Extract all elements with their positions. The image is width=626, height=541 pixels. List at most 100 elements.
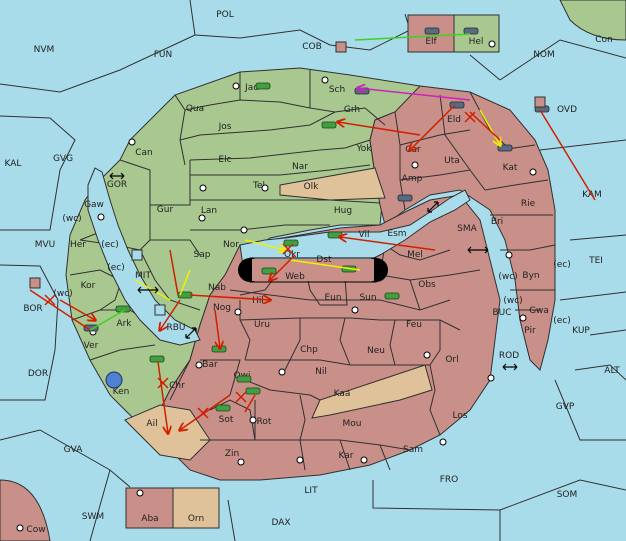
province-label-amp: Amp [402, 174, 423, 184]
province-label-gvp: GVP [556, 402, 575, 412]
province-label-kar: Kar [339, 451, 354, 461]
province-label-ovd: OVD [557, 105, 577, 115]
province-label-pir: Pir [524, 326, 536, 336]
province-label-som: SOM [557, 490, 578, 500]
province-label-fro: FRO [440, 475, 459, 485]
canal-marker [238, 257, 388, 283]
province-label-jos: Jos [218, 122, 232, 132]
province-label-olk: Olk [304, 182, 320, 192]
province-label-gaw: Gaw [84, 200, 104, 210]
province-label-mit: MIT [135, 271, 151, 281]
province-label-yok: Yok [355, 144, 372, 154]
province-label-dor: DOR [28, 369, 48, 379]
province-label-dax: DAX [271, 518, 290, 528]
province-label-nar: Nar [292, 162, 308, 172]
province-label-orn: Orn [188, 514, 204, 524]
province-label-kal: KAL [5, 159, 22, 169]
province-label-nom: NOM [533, 50, 555, 60]
sea-links [109, 172, 518, 371]
province-label-gva: GVA [64, 445, 84, 455]
province-label-wc4: (wc) [503, 296, 522, 306]
province-label-nor: Nor [223, 240, 239, 250]
province-label-uta: Uta [444, 156, 460, 166]
province-label-esm: Esm [387, 229, 406, 239]
province-label-sot: Sot [219, 415, 234, 425]
province-label-jad: Jad [244, 83, 259, 93]
province-label-ark: Ark [116, 319, 132, 329]
province-label-kor: Kor [81, 281, 96, 291]
province-label-qua: Qua [186, 104, 204, 114]
province-label-gor: GOR [107, 180, 127, 190]
province-label-sam: Sam [403, 445, 423, 455]
province-label-bar: Bar [202, 360, 218, 370]
province-label-ver: Ver [84, 341, 99, 351]
province-label-tei: TEI [588, 256, 603, 266]
province-label-grh: Grh [344, 105, 360, 115]
province-label-kaa: Kaa [334, 389, 351, 399]
province-label-sap: Sap [194, 250, 211, 260]
province-label-obs: Obs [418, 280, 436, 290]
aba-province[interactable] [125, 487, 174, 529]
province-label-kat: Kat [503, 163, 518, 173]
province-label-bri: Bri [491, 217, 503, 227]
province-label-ec3: (ec) [553, 260, 571, 270]
province-label-vil: Vil [359, 230, 370, 240]
province-label-mel: Mel [407, 250, 423, 260]
province-label-dst: Dst [316, 255, 332, 265]
province-label-byn: Byn [522, 271, 539, 281]
province-label-rbu: RBU [166, 323, 185, 333]
province-label-rod: ROD [499, 351, 519, 361]
province-label-neu: Neu [367, 346, 385, 356]
ken-unit-marker[interactable] [105, 371, 123, 389]
province-label-con: Con [595, 35, 613, 45]
province-label-gur: Gur [157, 205, 174, 215]
province-label-ec2: (ec) [107, 263, 125, 273]
province-label-hil: Hil [252, 296, 264, 306]
province-label-rie: Rie [521, 199, 536, 209]
province-label-nab: Nab [208, 283, 226, 293]
province-label-cow: Cow [26, 525, 45, 535]
province-label-pol: POL [216, 10, 234, 20]
province-label-web: Web [285, 272, 305, 282]
province-label-can: Can [135, 148, 153, 158]
province-label-fun: FUN [154, 50, 173, 60]
province-label-zin: Zin [225, 449, 239, 459]
province-label-nvm: NVM [34, 45, 55, 55]
province-label-cob: COB [302, 42, 322, 52]
province-label-mvu: MVU [35, 240, 56, 250]
province-label-gvg: GVG [53, 154, 73, 164]
province-label-nil: Nil [315, 367, 327, 377]
province-label-rot: Rot [257, 417, 272, 427]
province-label-chr: Chr [169, 381, 185, 391]
province-label-hel: Hel [469, 37, 484, 47]
province-label-uru: Uru [254, 320, 270, 330]
province-label-buc: BUC [492, 308, 511, 318]
province-label-ail: Ail [146, 419, 157, 429]
province-label-alt: ALT [604, 366, 620, 376]
province-label-swm: SWM [82, 512, 104, 522]
province-label-wc3: (wc) [53, 289, 72, 299]
province-label-ken: Ken [113, 387, 130, 397]
retreat-flags [29, 41, 546, 316]
province-label-sch: Sch [329, 85, 345, 95]
province-label-nog: Nog [213, 303, 231, 313]
province-label-feu: Feu [406, 320, 422, 330]
western-channel [87, 167, 201, 346]
province-label-ec1: (ec) [101, 240, 119, 250]
orn-province[interactable] [172, 487, 220, 529]
province-label-sun: Sun [359, 293, 376, 303]
province-label-los: Los [452, 411, 467, 421]
province-label-lit: LIT [304, 486, 318, 496]
province-label-sma: SMA [457, 224, 477, 234]
province-label-ec4: (ec) [553, 316, 571, 326]
kaa-region [311, 364, 433, 419]
province-label-bor: BOR [23, 304, 42, 314]
province-label-hug: Hug [334, 206, 352, 216]
province-label-gwa: Gwa [529, 306, 549, 316]
province-label-lan: Lan [201, 206, 217, 216]
province-label-eld: Eld [447, 115, 461, 125]
cancel-marks [44, 111, 476, 419]
province-label-aba: Aba [141, 514, 158, 524]
